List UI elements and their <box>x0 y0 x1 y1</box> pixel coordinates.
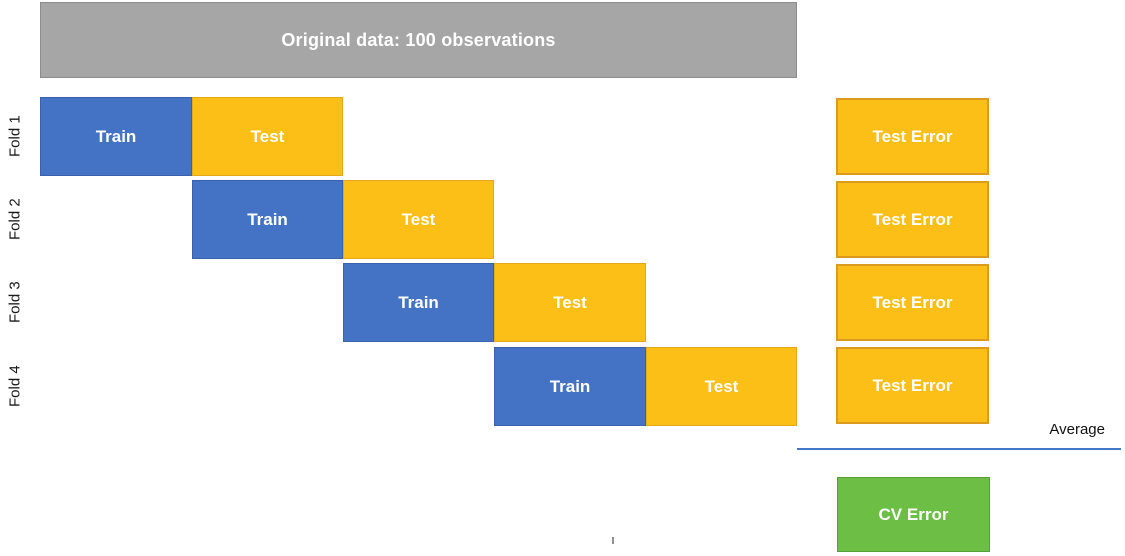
fold-4-label: Fold 4 <box>6 365 24 408</box>
fold-4-test-error-label: Test Error <box>872 375 953 395</box>
original-data-label: Original data: 100 observations <box>281 29 556 50</box>
fold-2-label: Fold 2 <box>6 198 24 241</box>
fold-4-test-label: Test <box>704 376 739 396</box>
fold-4-train-label: Train <box>549 376 591 396</box>
fold-3-label: Fold 3 <box>6 281 24 324</box>
average-divider-line <box>797 448 1121 450</box>
fold-1-label: Fold 1 <box>6 115 24 158</box>
fold-3-test-error-label: Test Error <box>872 292 953 312</box>
fold-2-test-error-label: Test Error <box>872 209 953 229</box>
fold-3-train-box: Train <box>343 263 494 342</box>
fold-2-train-box: Train <box>192 180 343 259</box>
fold-1-test-error-label: Test Error <box>872 126 953 146</box>
fold-2-test-label: Test <box>401 209 436 229</box>
original-data-bar: Original data: 100 observations <box>40 2 797 78</box>
cv-error-box: CV Error <box>837 477 990 552</box>
fold-4-train-box: Train <box>494 347 646 426</box>
fold-1-train-label: Train <box>95 126 137 146</box>
fold-2-test-box: Test <box>343 180 494 259</box>
fold-2-train-label: Train <box>247 209 288 229</box>
fold-4-test-box: Test <box>646 347 797 426</box>
fold-2-test-error-box: Test Error <box>836 181 989 258</box>
fold-4-test-error-box: Test Error <box>836 347 989 424</box>
fold-3-test-box: Test <box>494 263 646 342</box>
fold-1-test-label: Test <box>250 126 285 146</box>
fold-3-train-label: Train <box>398 292 439 312</box>
fold-3-test-error-box: Test Error <box>836 264 989 341</box>
fold-3-test-label: Test <box>553 292 587 312</box>
average-label: Average <box>1049 421 1105 438</box>
fold-1-test-error-box: Test Error <box>836 98 989 175</box>
stray-tick-mark <box>612 537 614 544</box>
cv-error-label: CV Error <box>878 504 949 524</box>
fold-1-test-box: Test <box>192 97 343 176</box>
fold-1-train-box: Train <box>40 97 192 176</box>
